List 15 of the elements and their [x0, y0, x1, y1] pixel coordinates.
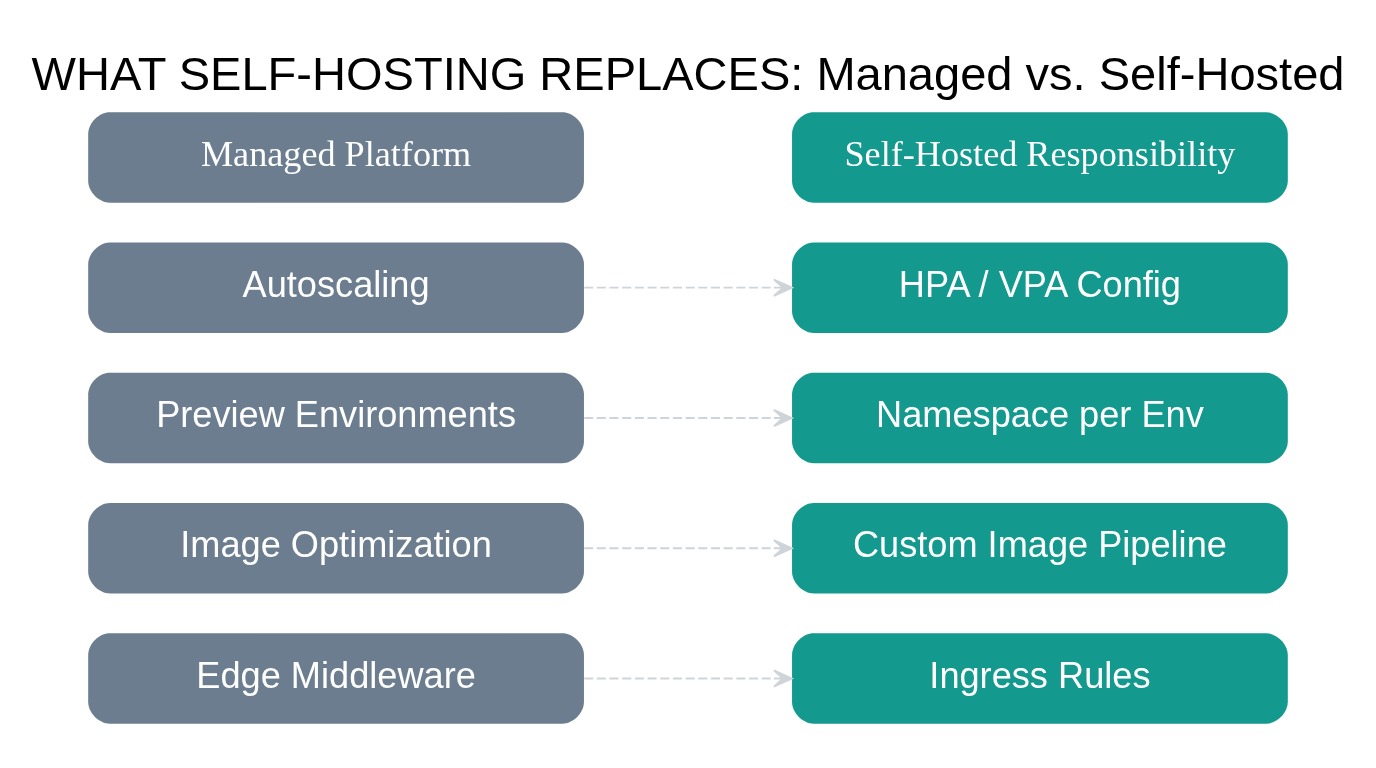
arrow: [583, 538, 793, 557]
node-box: Custom Image Pipeline: [792, 502, 1288, 593]
arrow: [583, 669, 793, 688]
node-box: Ingress Rules: [792, 632, 1288, 724]
node-box: Autoscaling: [88, 241, 584, 333]
node-box: Edge Middleware: [88, 632, 584, 724]
node-box: Preview Environments: [88, 372, 584, 463]
arrow: [583, 278, 793, 297]
arrow: [583, 408, 793, 427]
node-box: Namespace per Env: [792, 372, 1288, 463]
node-box: HPA / VPA Config: [792, 241, 1288, 333]
node-box: Managed Platform: [88, 111, 584, 203]
node-box: Self-Hosted Responsibility: [792, 111, 1288, 203]
diagram-title: WHAT SELF-HOSTING REPLACES: Managed vs. Self-Hosted: [31, 46, 1345, 100]
node-box: Image Optimization: [88, 502, 584, 593]
